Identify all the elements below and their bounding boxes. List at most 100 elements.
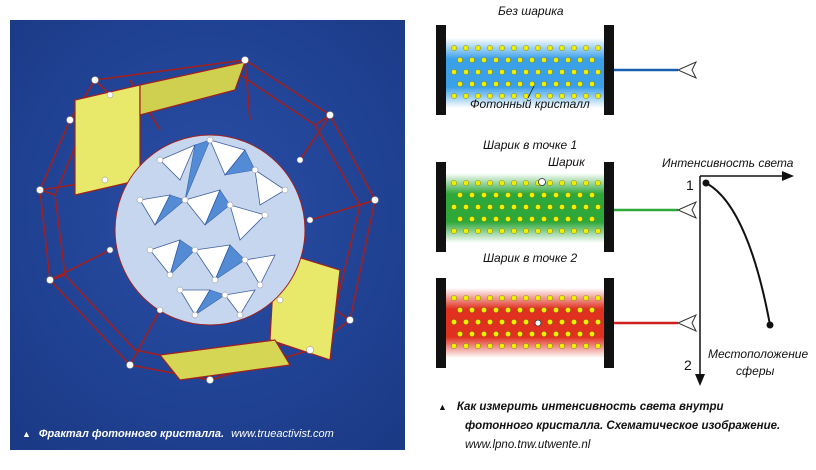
lattice-dot — [457, 81, 463, 87]
lattice-dot — [487, 69, 493, 75]
lattice-dot — [457, 57, 463, 63]
ball-marker-point-1 — [538, 178, 546, 186]
lattice-dot — [451, 295, 457, 301]
lattice-dot — [595, 204, 601, 210]
panel-mid-title: Шарик в точке 1 — [483, 138, 577, 152]
lattice-dot — [451, 93, 457, 99]
photo-caption: ▲Фрактал фотонного кристалла. www.trueac… — [22, 428, 334, 440]
lattice-dot — [487, 295, 493, 301]
lattice-dot — [463, 45, 469, 51]
lattice-dot — [517, 216, 523, 222]
lattice-dot — [583, 180, 589, 186]
lattice-dot — [541, 81, 547, 87]
fractal-crystal-illustration — [10, 20, 405, 450]
lattice-dot — [547, 228, 553, 234]
lattice-dot — [517, 307, 523, 313]
graph-x-axis-label-line1: Местоположение — [708, 347, 808, 361]
lattice-dot — [487, 45, 493, 51]
lattice-dot — [463, 228, 469, 234]
lattice-dot — [595, 343, 601, 349]
lattice-dot — [529, 57, 535, 63]
lattice-dot — [481, 81, 487, 87]
lattice-dot — [505, 331, 511, 337]
lattice-dot — [571, 93, 577, 99]
lattice-dot — [469, 307, 475, 313]
lattice-dot — [565, 307, 571, 313]
lattice-dot — [505, 81, 511, 87]
lattice-dot — [565, 216, 571, 222]
photo-caption-url: www.trueactivist.com — [231, 428, 334, 440]
lattice-dot — [577, 331, 583, 337]
lattice-dot — [505, 307, 511, 313]
lattice-dot — [463, 319, 469, 325]
lattice-dot — [553, 307, 559, 313]
lattice-dot — [463, 204, 469, 210]
lattice-dot — [571, 180, 577, 186]
lattice-dot — [595, 228, 601, 234]
lattice-dot — [517, 331, 523, 337]
lattice-dot — [565, 331, 571, 337]
graph-x-axis-label-line2: сферы — [736, 364, 775, 378]
diagram-caption: ▲Как измерить интенсивность света внутри… — [438, 398, 808, 455]
lattice-dot — [595, 295, 601, 301]
lattice-dot — [589, 57, 595, 63]
lattice-dot — [571, 343, 577, 349]
lattice-dot — [451, 180, 457, 186]
lattice-dot — [475, 69, 481, 75]
ball-label: Шарик — [548, 155, 586, 169]
lattice-dot — [547, 319, 553, 325]
lattice-dot — [487, 93, 493, 99]
lattice-dot — [451, 69, 457, 75]
lattice-dot — [493, 216, 499, 222]
lattice-dot — [547, 295, 553, 301]
lattice-dot — [571, 69, 577, 75]
panel-top-title: Без шарика — [498, 4, 564, 18]
lattice-dot — [475, 204, 481, 210]
diagram-caption-url: www.lpno.tnw.utwente.nl — [465, 439, 591, 451]
graph-y-axis-label: Интенсивность света — [662, 156, 794, 170]
lattice-dot — [517, 192, 523, 198]
lattice-dot — [547, 204, 553, 210]
lattice-dot — [571, 295, 577, 301]
lattice-dot — [571, 45, 577, 51]
lattice-dot — [529, 331, 535, 337]
lattice-dot — [595, 93, 601, 99]
lattice-dot — [583, 295, 589, 301]
lattice-dot — [535, 45, 541, 51]
lattice-dot — [493, 192, 499, 198]
lattice-dot — [559, 69, 565, 75]
lattice-dot — [487, 204, 493, 210]
lattice-dot — [511, 180, 517, 186]
lattice-dot — [559, 343, 565, 349]
lattice-dot — [571, 204, 577, 210]
lattice-dot — [511, 45, 517, 51]
lattice-dot — [559, 180, 565, 186]
lattice-dot — [541, 57, 547, 63]
lattice-dot — [547, 343, 553, 349]
lattice-dot — [493, 307, 499, 313]
lattice-dot — [481, 331, 487, 337]
lattice-dot — [469, 216, 475, 222]
lattice-dot — [541, 192, 547, 198]
lattice-dot — [541, 331, 547, 337]
lattice-dot — [463, 295, 469, 301]
lattice-dot — [571, 228, 577, 234]
lattice-dot — [463, 343, 469, 349]
lattice-dot — [595, 45, 601, 51]
lattice-dot — [559, 319, 565, 325]
measurement-schematic: Без шарика Фотонный кристалл Шарик в точ… — [408, 0, 816, 470]
lattice-dot — [583, 45, 589, 51]
lattice-dot — [553, 81, 559, 87]
lattice-dot — [469, 57, 475, 63]
diagram-caption-line2: фотонного кристалла. Схематическое изобр… — [465, 420, 781, 432]
graph-point-2-label: 2 — [684, 357, 692, 373]
lattice-dot — [523, 343, 529, 349]
lattice-dot — [469, 81, 475, 87]
lattice-dot — [583, 69, 589, 75]
caption-triangle-icon: ▲ — [438, 402, 447, 412]
lattice-dot — [451, 343, 457, 349]
lattice-dot — [511, 295, 517, 301]
lattice-dot — [577, 307, 583, 313]
lattice-dot — [475, 180, 481, 186]
lattice-dot — [547, 93, 553, 99]
